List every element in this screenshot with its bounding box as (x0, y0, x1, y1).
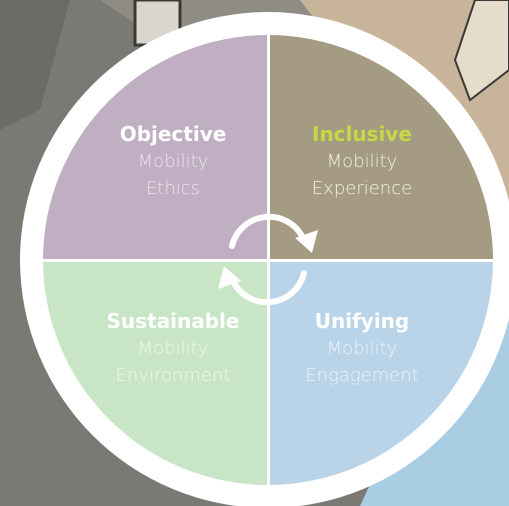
quadrant-line: Experience (311, 178, 413, 199)
quadrant-line: Ethics (145, 178, 201, 199)
quadrant-title: Inclusive (312, 122, 412, 146)
quadrant-unifying-label: Unifying Mobility Engagement (262, 308, 462, 389)
quadrant-objective-label: Objective Mobility Ethics (73, 121, 273, 202)
quadrant-title: Sustainable (106, 309, 240, 333)
shadow-shape (0, 0, 70, 130)
quadrant-line: Mobility (326, 151, 398, 172)
quadrant-inclusive-label: Inclusive Mobility Experience (262, 121, 462, 202)
quadrant-line: Mobility (326, 338, 398, 359)
quadrant-sustainable-label: Sustainable Mobility Environment (73, 308, 273, 389)
quadrant-title: Objective (119, 122, 227, 146)
quadrant-title: Unifying (314, 309, 410, 333)
object-shape (453, 0, 509, 102)
quadrant-line: Environment (115, 365, 231, 386)
quadrant-line: Mobility (137, 151, 209, 172)
circular-arrows-icon (218, 213, 318, 306)
quadrant-line: Engagement (305, 365, 419, 386)
quadrant-line: Mobility (137, 338, 209, 359)
